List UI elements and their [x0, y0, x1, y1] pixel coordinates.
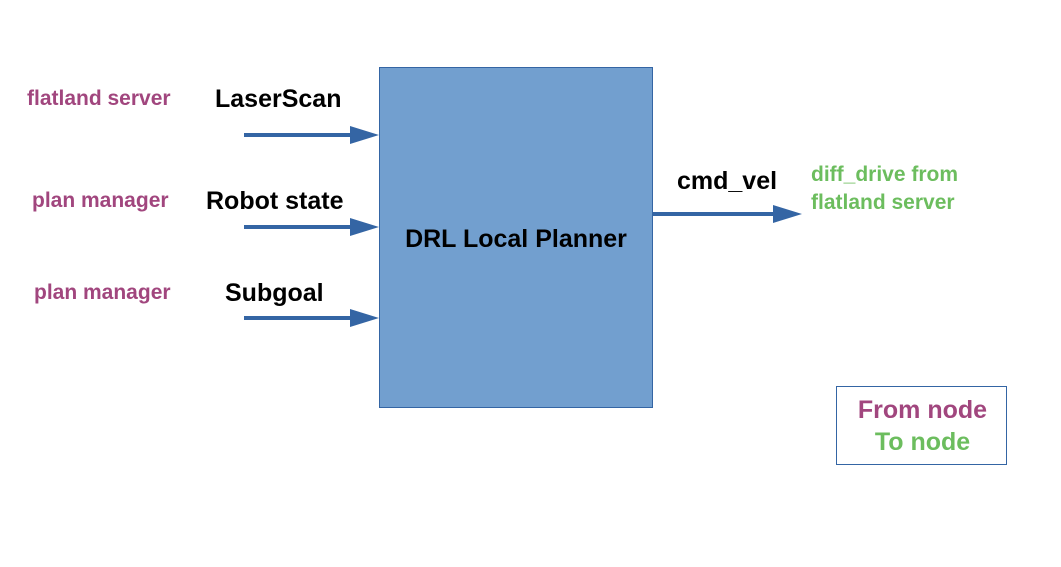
legend-to-node: To node	[874, 428, 971, 456]
input-arrow-subgoal-head	[350, 309, 379, 327]
output-arrow-cmd-vel-head	[773, 205, 802, 223]
input-arrow-laserscan-head	[350, 126, 379, 144]
input-signal-subgoal: Subgoal	[225, 279, 324, 307]
input-arrow-robot-state-head	[350, 218, 379, 236]
input-source-robot-state: plan manager	[32, 189, 169, 212]
input-signal-robot-state: Robot state	[206, 187, 344, 215]
legend-box: From node To node	[836, 386, 1007, 465]
planner-node-label: DRL Local Planner	[405, 225, 627, 253]
input-source-laserscan: flatland server	[27, 87, 171, 110]
output-target-line-2: flatland server	[811, 191, 955, 214]
input-signal-laserscan: LaserScan	[215, 85, 342, 113]
output-signal-cmd-vel: cmd_vel	[677, 167, 778, 195]
legend-from-node: From node	[857, 396, 988, 424]
input-source-subgoal: plan manager	[34, 281, 171, 304]
output-target-line-1: diff_drive from	[811, 163, 959, 186]
planner-node-box	[379, 67, 653, 408]
